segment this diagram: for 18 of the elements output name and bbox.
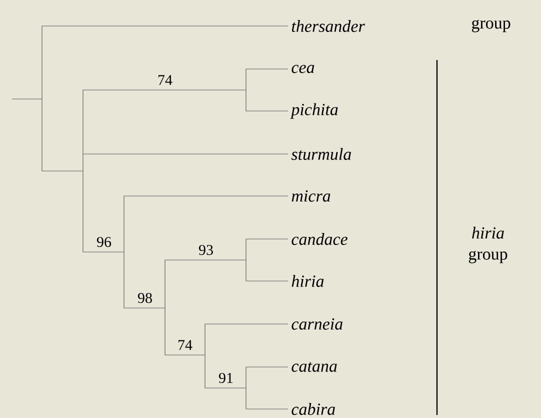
support-value: 91 [219, 372, 233, 384]
taxon-label: candace [292, 233, 348, 245]
taxon-label: carneia [292, 318, 342, 330]
support-value: 96 [97, 236, 112, 248]
group-label: hiria group [468, 226, 508, 264]
taxon-label: pichita [290, 103, 338, 119]
taxon-label: cea [292, 64, 314, 74]
support-value: 74 [158, 75, 172, 85]
taxon-label: thersander [292, 20, 365, 32]
taxon-label: cabira [292, 403, 335, 415]
taxon-label: hiria [292, 275, 324, 287]
support-value: 93 [199, 244, 213, 256]
support-value: 98 [138, 292, 152, 304]
taxon-label: catana [292, 362, 337, 372]
support-value: 74 [178, 340, 192, 350]
taxon-label: micra [292, 190, 330, 202]
group-label: group [472, 20, 510, 32]
taxon-label: sturmula [291, 148, 352, 160]
